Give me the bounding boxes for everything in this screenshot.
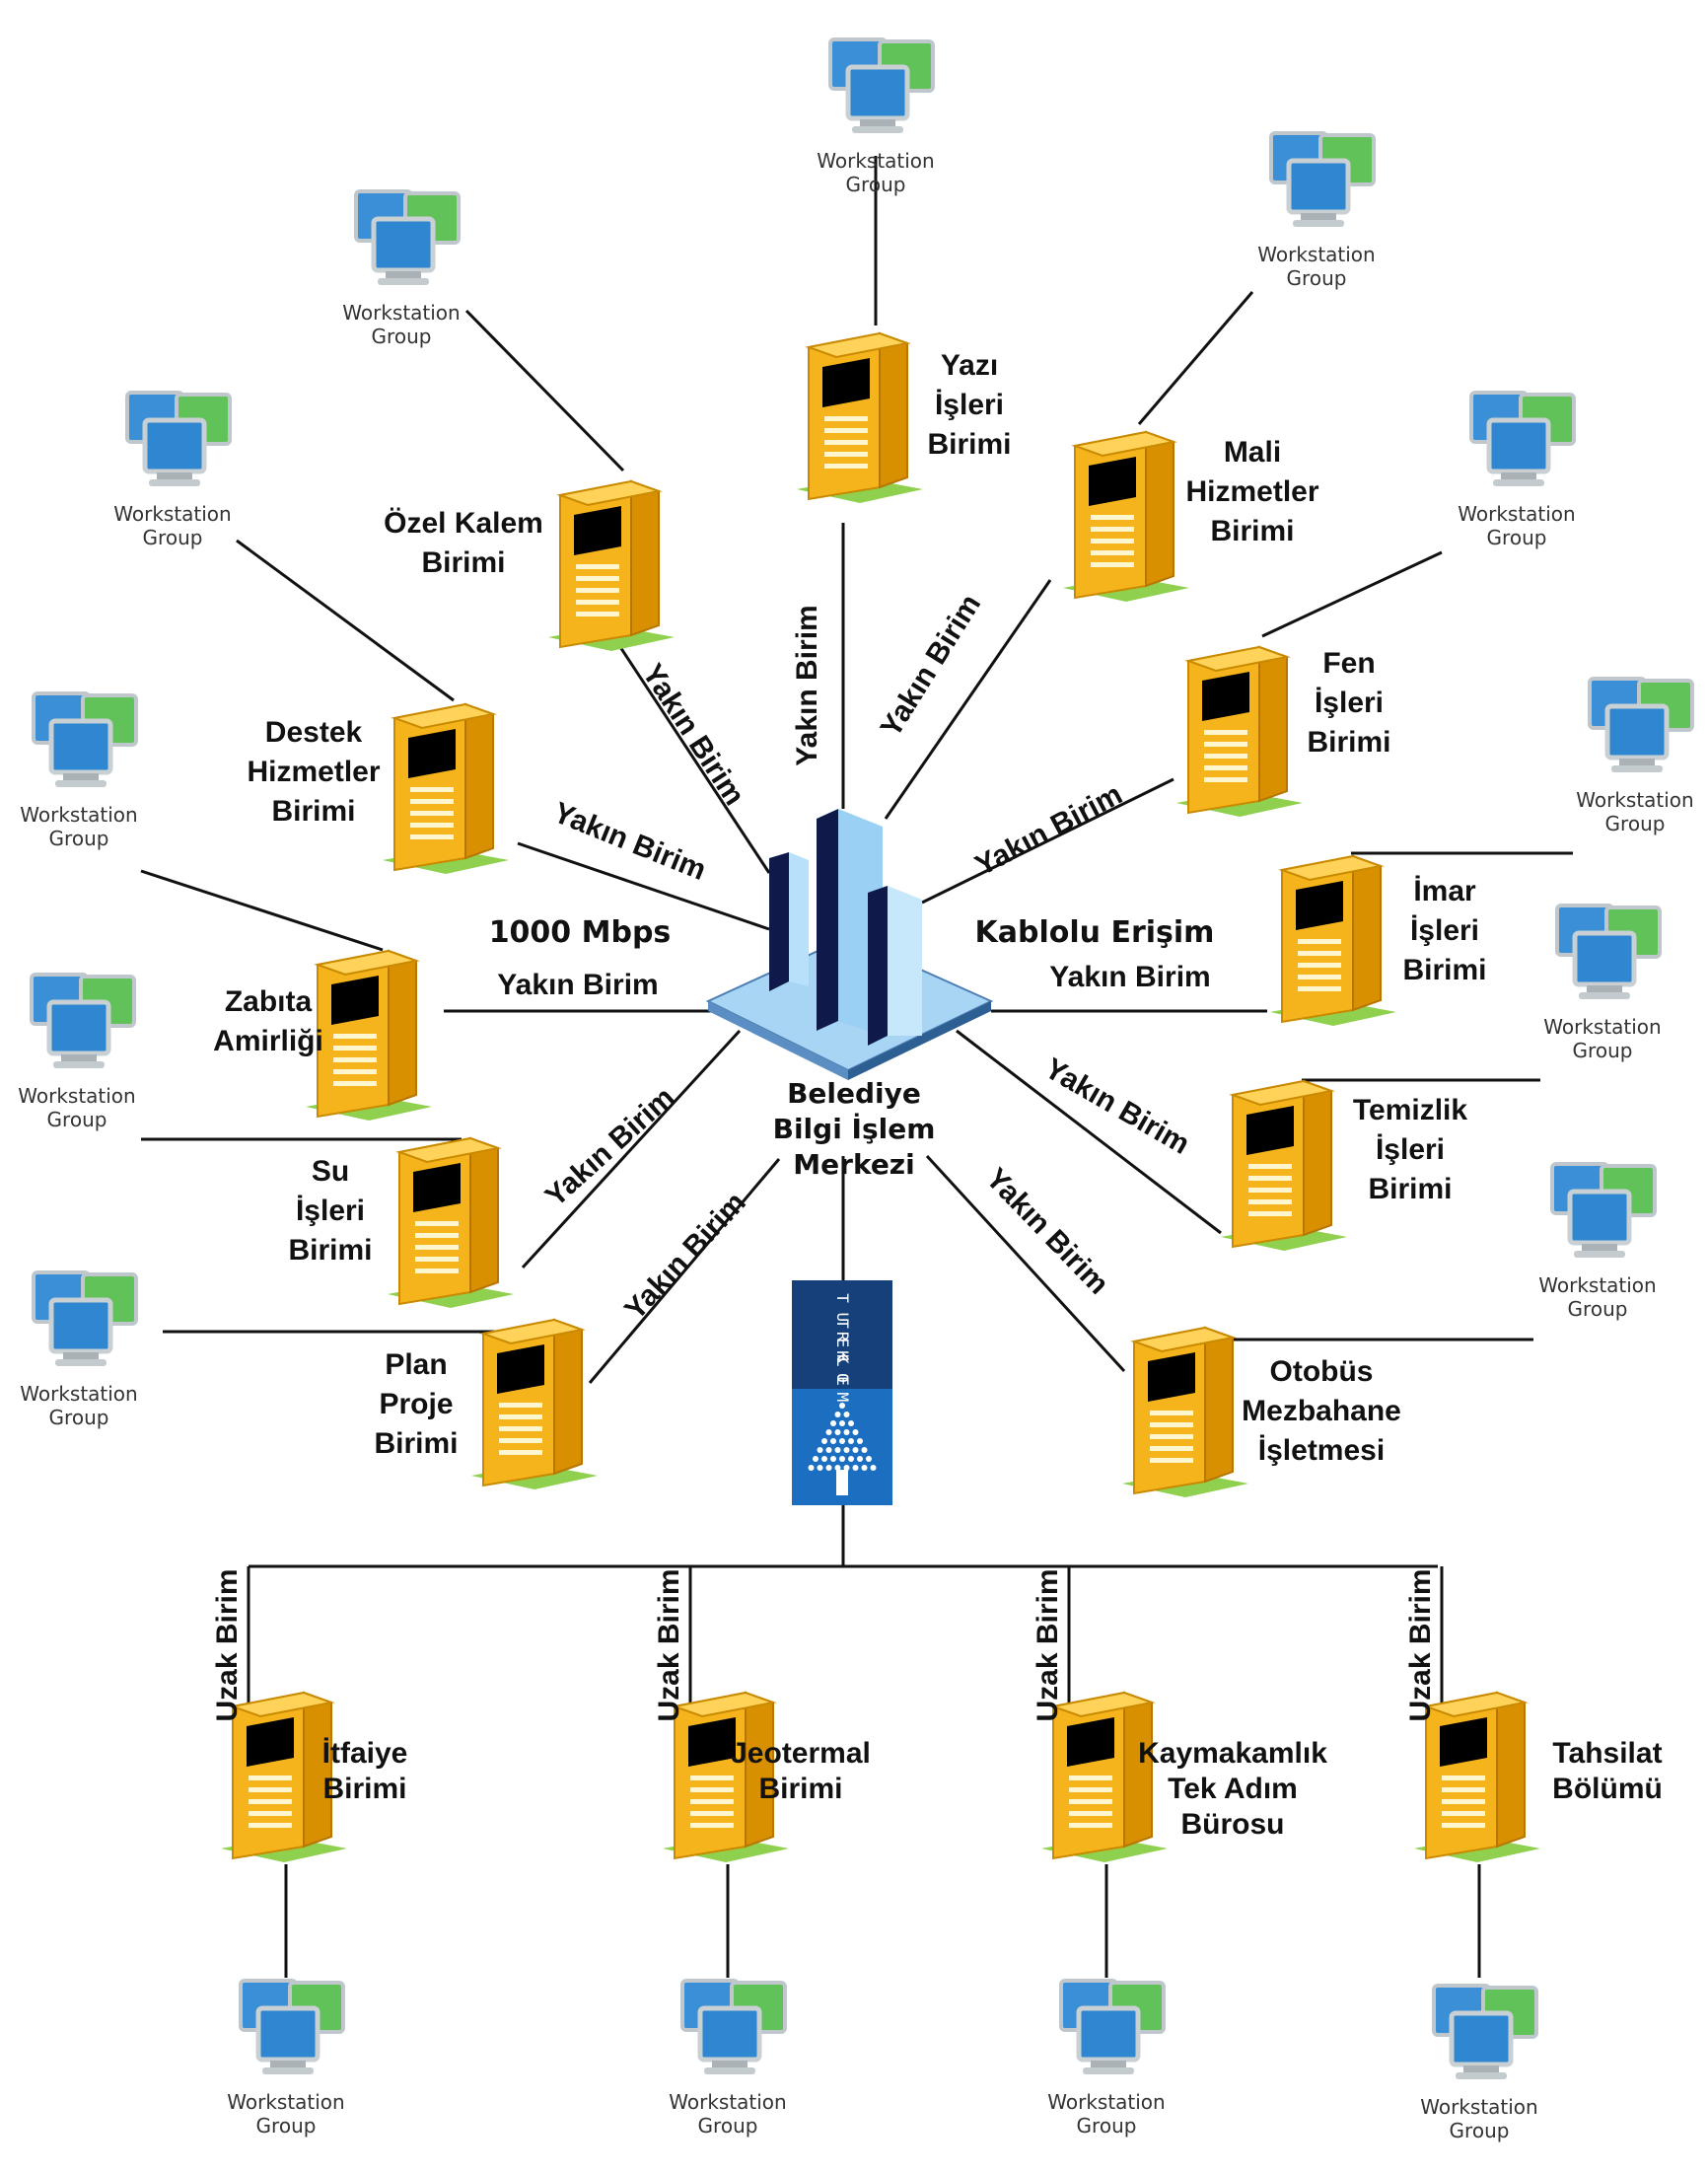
remote-unit-4-workstation-icon: [1434, 1986, 1536, 2079]
near-unit-5-link-label: Yakın Birim: [1039, 1052, 1195, 1161]
near-unit-2-server-icon: [1062, 431, 1190, 603]
near-unit-9-link-label: Yakın Birim: [497, 969, 658, 1001]
near-unit-7-link-label: Yakın Birim: [636, 658, 751, 811]
near-unit-10-workstation-icon: [32, 975, 134, 1068]
near-unit-8-workstation-icon: [127, 393, 230, 486]
near-unit-5-workstation-icon: [1557, 906, 1660, 999]
near-unit-2-link: [884, 579, 1052, 820]
near-unit-7-workstation-icon: [356, 191, 459, 285]
near-unit-4-workstation-icon: [1590, 679, 1692, 772]
near-unit-1-workstation-icon: [830, 39, 933, 133]
near-unit-11-server-icon: [470, 1319, 599, 1490]
turk-telekom-icon: T U R KT E L EK O M: [792, 1280, 892, 1505]
near-unit-9-workstation-link: [140, 869, 384, 952]
remote-unit-1-link-label: Uzak Birim: [211, 1568, 244, 1721]
remote-unit-2-link-label: Uzak Birim: [653, 1568, 685, 1721]
near-unit-11-link: [588, 1158, 781, 1384]
near-unit-5-server-icon: [1220, 1080, 1348, 1252]
near-unit-8-server-icon: [382, 703, 510, 875]
remote-unit-3-link-label: Uzak Birim: [1032, 1568, 1064, 1721]
near-unit-3-workstation-link: [1261, 550, 1443, 638]
near-unit-8-workstation-link: [236, 539, 455, 702]
near-unit-6-server-icon: [1121, 1327, 1249, 1498]
access-label: Kablolu Erişim: [975, 915, 1215, 950]
remote-unit-3-workstation-icon: [1061, 1981, 1164, 2074]
near-unit-6-workstation-icon: [1552, 1164, 1655, 1258]
near-unit-3-link: [921, 777, 1174, 905]
near-unit-8-link: [517, 841, 770, 931]
near-unit-2-workstation-link: [1137, 291, 1254, 425]
near-unit-1-link-label: Yakın Birim: [791, 605, 823, 765]
near-unit-10-server-icon: [387, 1137, 515, 1309]
telecom-letters: T E L E: [833, 1319, 852, 1385]
telecom-letters: T U R K: [833, 1293, 852, 1360]
near-unit-2-link-label: Yakın Birim: [875, 589, 988, 743]
near-unit-7-link: [592, 606, 771, 874]
near-unit-7-server-icon: [547, 480, 676, 652]
near-unit-6-link-label: Yakın Birim: [979, 1162, 1114, 1300]
near-unit-10-link-label: Yakın Birim: [539, 1081, 681, 1213]
data-center-building-icon: [705, 809, 994, 1080]
near-unit-11-workstation-icon: [34, 1272, 136, 1366]
near-unit-6-link: [925, 1154, 1126, 1373]
near-unit-2-workstation-icon: [1271, 133, 1374, 227]
near-unit-4-link-label: Yakın Birim: [1049, 961, 1210, 993]
near-unit-11-link-label: Yakın Birim: [618, 1187, 752, 1327]
near-unit-3-server-icon: [1175, 646, 1304, 818]
near-unit-5-link: [956, 1029, 1222, 1235]
remote-unit-4-link-label: Uzak Birim: [1404, 1568, 1437, 1721]
near-unit-3-workstation-icon: [1471, 393, 1574, 486]
telecom-letters: K O M: [833, 1354, 852, 1402]
speed-label: 1000 Mbps: [489, 915, 672, 950]
remote-unit-1-workstation-icon: [241, 1981, 343, 2074]
near-unit-9-server-icon: [305, 950, 433, 1122]
near-unit-4-server-icon: [1269, 855, 1397, 1027]
near-unit-1-server-icon: [796, 332, 924, 504]
near-unit-10-link: [521, 1029, 742, 1269]
near-unit-9-workstation-icon: [34, 693, 136, 787]
remote-unit-2-workstation-icon: [682, 1981, 785, 2074]
near-unit-3-link-label: Yakın Birim: [970, 778, 1128, 883]
near-unit-7-workstation-link: [464, 309, 625, 472]
near-unit-8-link-label: Yakın Birim: [549, 796, 711, 887]
